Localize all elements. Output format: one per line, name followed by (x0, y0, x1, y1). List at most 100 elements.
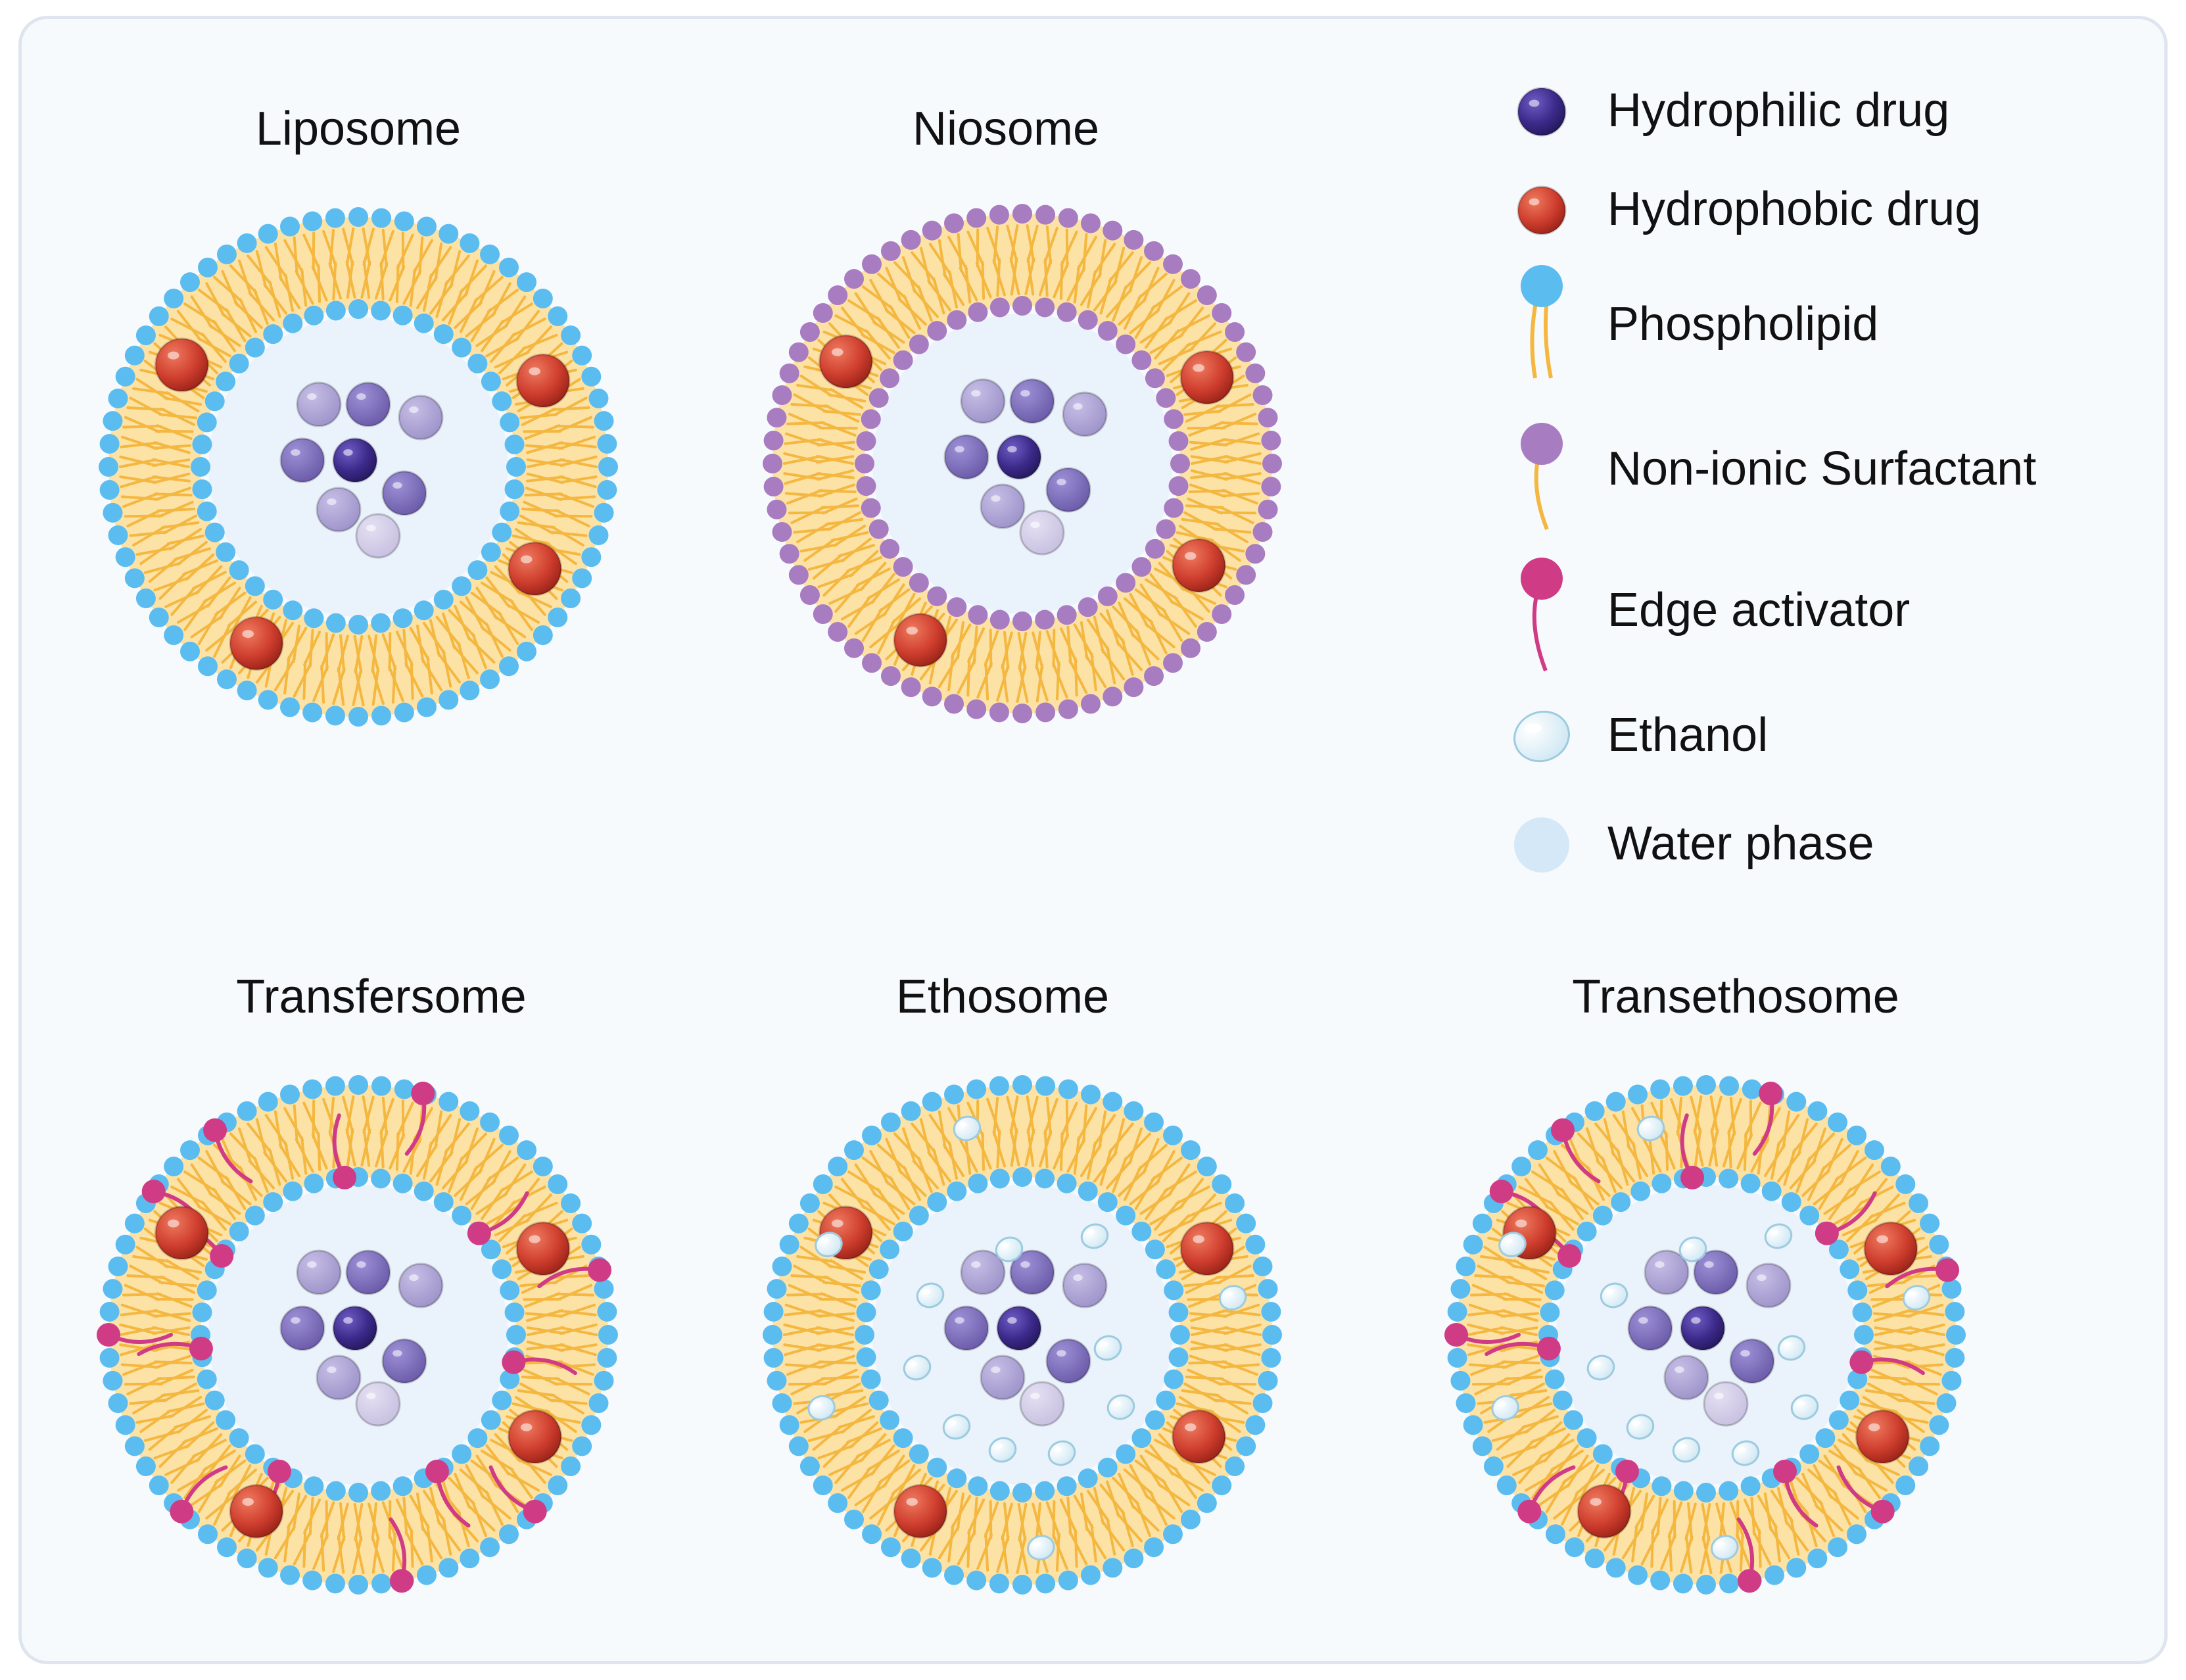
inner-head (492, 1259, 512, 1280)
outer-head (763, 454, 782, 473)
ethanol-droplet (1764, 1223, 1793, 1249)
outer-head (179, 272, 200, 293)
outer-head (416, 697, 437, 717)
inner-head (1116, 573, 1136, 593)
outer-head (1012, 204, 1032, 224)
inner-head (968, 302, 988, 322)
outer-head (1225, 1456, 1245, 1477)
inner-head (392, 305, 413, 325)
outer-head (135, 588, 156, 609)
ethanol-droplet (988, 1437, 1017, 1463)
inner-head (191, 457, 210, 477)
hydrophobic-drug (893, 1483, 948, 1539)
edge-activator-head (268, 1459, 291, 1483)
inner-head (1057, 302, 1077, 322)
inner-head (1563, 1410, 1584, 1430)
outer-head (581, 547, 602, 567)
legend-label-water-phase: Water phase (1607, 817, 1874, 870)
inner-head (868, 519, 889, 539)
outer-head (1719, 1573, 1740, 1594)
inner-head (500, 412, 520, 433)
outer-head (1450, 1370, 1471, 1391)
edge-activator-head (189, 1336, 213, 1360)
inner-head (1168, 1347, 1189, 1368)
niosome-heads (763, 204, 1282, 723)
head (1521, 265, 1563, 307)
outer-head (480, 669, 500, 690)
hydrophilic-drug (1019, 1381, 1065, 1427)
outer-head (779, 1234, 799, 1255)
liposome-hydrophobic-drugs (154, 337, 571, 671)
outer-head (1103, 220, 1123, 241)
outer-head (1236, 342, 1256, 362)
hydrophilic-drug (332, 437, 378, 483)
inner-head (1840, 1390, 1860, 1410)
inner-head (1577, 1428, 1597, 1449)
inner-head (492, 522, 512, 542)
outer-head (280, 1565, 300, 1585)
inner-head (229, 560, 249, 581)
outer-head (1258, 1370, 1278, 1391)
outer-head (1696, 1075, 1716, 1095)
inner-head (868, 1259, 889, 1280)
outer-head (901, 229, 921, 250)
outer-head (1605, 1092, 1626, 1112)
hydrophilic-drug-sphere (1517, 87, 1567, 137)
outer-head (772, 1393, 792, 1413)
inner-head (452, 576, 472, 596)
outer-head (302, 702, 323, 723)
outer-head (1197, 285, 1217, 305)
inner-head (392, 1173, 413, 1193)
outer-head (1124, 1101, 1144, 1121)
hydrophilic-drug (398, 1262, 444, 1308)
inner-head (893, 1221, 913, 1241)
outer-head (99, 457, 118, 477)
legend-label-ethanol: Ethanol (1607, 709, 1769, 761)
outer-head (1245, 363, 1266, 383)
transethosome-title: Transethosome (1572, 971, 1899, 1023)
outer-head (594, 1279, 614, 1299)
hydrophobic-drug (1179, 1221, 1235, 1276)
edge-activator-head (170, 1499, 194, 1524)
outer-head (1584, 1101, 1605, 1121)
outer-head (149, 608, 169, 628)
outer-head (1828, 1537, 1848, 1558)
outer-head (561, 325, 581, 345)
outer-head (99, 1348, 120, 1368)
outer-head (1945, 1348, 1965, 1368)
outer-head (844, 1140, 864, 1161)
inner-head (1116, 1444, 1136, 1464)
inner-head (1740, 1476, 1761, 1497)
outer-head (1035, 702, 1056, 723)
hydrophilic-drug (1627, 1305, 1673, 1351)
tail (1544, 299, 1553, 379)
transfersome-hydrophobic-drugs (154, 1205, 571, 1539)
inner-head (1592, 1205, 1613, 1226)
ethanol-droplet (1711, 1535, 1739, 1561)
outer-head (1909, 1193, 1929, 1213)
outer-head (1163, 254, 1183, 274)
inner-head (414, 313, 434, 333)
inner-head (893, 350, 913, 370)
outer-head (1012, 704, 1032, 723)
outer-head (1786, 1092, 1807, 1112)
outer-head (767, 1279, 787, 1299)
ethanol-droplet (1106, 1394, 1135, 1420)
ethosome-lipid-tails (783, 1095, 1262, 1574)
inner-head (325, 1481, 346, 1501)
outer-head (258, 1092, 278, 1112)
outer-head (416, 1565, 437, 1585)
outer-head (1456, 1257, 1476, 1277)
outer-head (767, 499, 787, 519)
inner-head (1012, 1167, 1032, 1187)
inner-head (263, 589, 283, 610)
inner-head (1673, 1481, 1694, 1501)
outer-head (1262, 1325, 1282, 1345)
edge-activator-head (411, 1081, 435, 1105)
niosome-hydrophilic-drugs (943, 378, 1108, 556)
outer-head (1245, 544, 1266, 564)
hydrophilic-drug (316, 487, 362, 533)
liposome-hydrophilic-drugs (279, 381, 444, 559)
inner-head (325, 613, 346, 633)
head (1521, 423, 1563, 465)
